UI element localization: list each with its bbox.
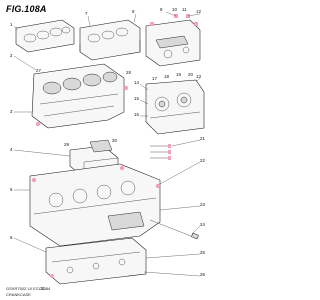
callout-label: 23 xyxy=(200,202,205,207)
gasket-sheet xyxy=(15,19,75,53)
callout-label: 22 xyxy=(200,158,205,163)
callout-label: 4 xyxy=(10,147,13,152)
callout-label: 10 xyxy=(172,7,177,12)
callout-label: 7 xyxy=(85,11,88,16)
lower-crankcase xyxy=(29,163,161,247)
figure-title: FIG.108A xyxy=(6,4,47,14)
callout-label: 5 xyxy=(10,187,13,192)
footer-model-code: GSXR750Z L0 E21 1084 xyxy=(6,286,51,291)
oil-pan xyxy=(45,237,147,285)
callout-label: 1 xyxy=(10,22,13,27)
bolt-group xyxy=(150,144,171,160)
callout-label: 16 xyxy=(134,112,139,117)
callout-label: 25 xyxy=(200,250,205,255)
upper-crankcase xyxy=(31,63,129,129)
callout-label: 6 xyxy=(10,235,13,240)
callout-label: 31 xyxy=(40,286,45,291)
callout-label: 24 xyxy=(200,222,205,227)
leader-lines xyxy=(13,11,201,277)
callout-label: 28 xyxy=(126,70,131,75)
footer-caption: CRANKCASE xyxy=(6,292,31,297)
callout-label: 26 xyxy=(200,272,205,277)
callout-label: 15 xyxy=(134,96,139,101)
callout-labels: 1 2 3 4 5 6 7 8 9 10 11 12 13 14 15 16 1… xyxy=(10,7,205,291)
cylinder-block xyxy=(79,19,141,61)
callout-label: 20 xyxy=(188,72,193,77)
callout-label: 27 xyxy=(36,68,41,73)
callout-label: 30 xyxy=(112,138,117,143)
callout-label: 3 xyxy=(10,109,13,114)
callout-label: 9 xyxy=(160,7,163,12)
callout-label: 17 xyxy=(152,76,157,81)
callout-label: 12 xyxy=(196,9,201,14)
callout-label: 18 xyxy=(164,74,169,79)
callout-label: 11 xyxy=(182,7,187,12)
callout-label: 21 xyxy=(200,136,205,141)
callout-label: 8 xyxy=(132,9,135,14)
callout-label: 14 xyxy=(134,80,139,85)
callout-label: 19 xyxy=(176,72,181,77)
crankcase-exploded-diagram: 1 2 3 4 5 6 7 8 9 10 11 12 13 14 15 16 1… xyxy=(10,7,205,291)
upper-case-section xyxy=(145,14,201,67)
callout-label: 2 xyxy=(10,53,13,58)
callout-label: 13 xyxy=(196,74,201,79)
transmission-case xyxy=(145,79,205,135)
long-stud-bolt xyxy=(149,219,199,240)
callout-label: 29 xyxy=(64,142,69,147)
